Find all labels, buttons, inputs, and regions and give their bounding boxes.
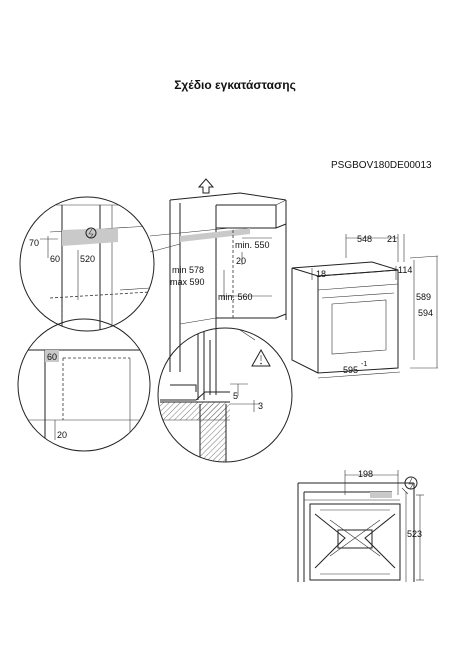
- cabinet-dim-min578: min 578: [172, 265, 204, 275]
- detail-bottom-circle: 5 3: [157, 327, 293, 463]
- detail-bottom-dim-3: 3: [258, 401, 263, 411]
- detail-top-dim-520: 520: [80, 254, 95, 264]
- detail-left-circle: 60 20: [17, 318, 151, 452]
- oven-dim-21: 21: [387, 234, 397, 244]
- warning-icon: [251, 348, 271, 367]
- arrow-up-icon: [197, 178, 215, 194]
- power-plug-icon: [404, 476, 418, 490]
- drawing-code: PSGBOV180DE00013: [331, 160, 432, 171]
- cabinet-dim-min560: min. 560: [218, 292, 253, 302]
- oven-drawing: 548 21 18 114 589 594 595 -1: [291, 234, 439, 379]
- oven-dim-548: 548: [357, 234, 372, 244]
- cabinet-dim-min550: min. 550: [235, 240, 270, 250]
- front-view-drawing: 198 523: [297, 469, 424, 582]
- page-title: Σχέδιο εγκατάστασης: [174, 78, 296, 92]
- front-dim-523: 523: [407, 529, 422, 539]
- oven-dim-595-tolerance: -1: [361, 361, 367, 368]
- oven-dim-589: 589: [416, 292, 431, 302]
- detail-top-circle: 70 60 520: [19, 196, 155, 332]
- front-dim-198: 198: [358, 469, 373, 479]
- oven-dim-594: 594: [418, 308, 433, 318]
- cabinet-dim-20: 20: [236, 256, 246, 266]
- cabinet-drawing: min. 550 20 min 578 max 590 min. 560: [169, 178, 287, 372]
- detail-left-dim-60: 60: [47, 352, 57, 362]
- cabinet-dim-max590: max 590: [170, 277, 205, 287]
- oven-dim-595: 595: [343, 365, 358, 375]
- detail-top-dim-60: 60: [50, 254, 60, 264]
- detail-left-dim-20: 20: [57, 430, 67, 440]
- power-plug-icon: [85, 227, 97, 239]
- detail-bottom-dim-5: 5: [233, 391, 238, 401]
- detail-top-dim-70: 70: [29, 238, 39, 248]
- oven-dim-114: 114: [398, 265, 412, 275]
- oven-dim-18: 18: [316, 269, 326, 279]
